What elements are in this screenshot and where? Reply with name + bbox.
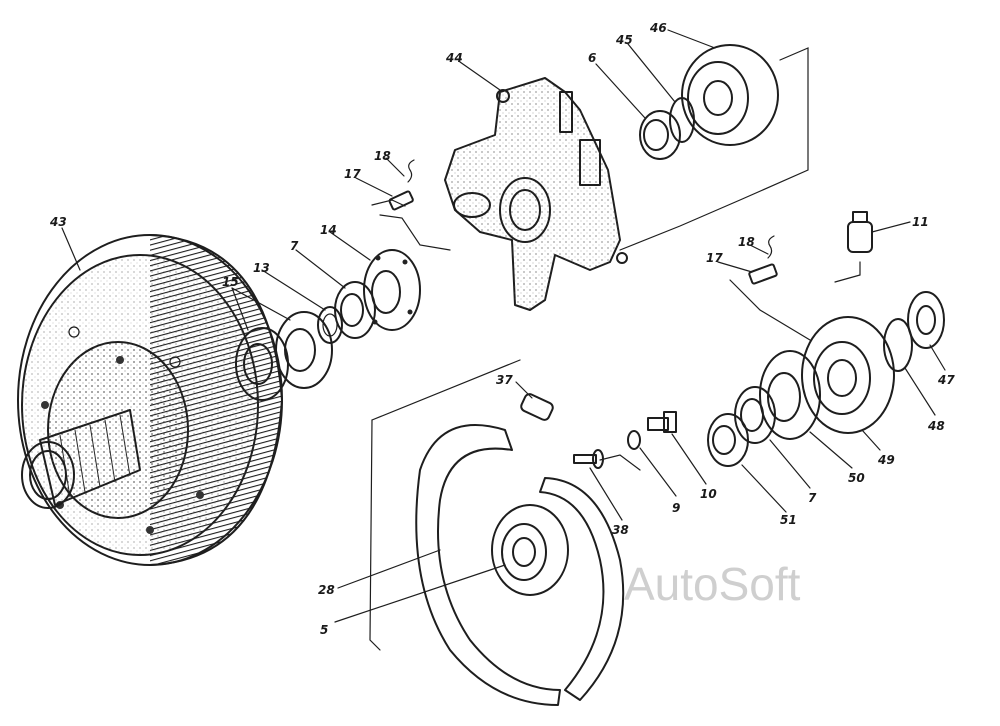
callout-7-left: 7	[290, 239, 299, 253]
callout-5: 5	[320, 623, 328, 637]
callout-18-upper: 18	[374, 149, 391, 163]
callout-11: 11	[912, 215, 929, 229]
watermark-text: AutoSoft	[624, 558, 801, 610]
bearing-7-right	[734, 386, 776, 444]
bolt-10	[647, 411, 677, 433]
callout-10: 10	[700, 487, 717, 501]
callout-labels: 43 15 13 7 14 17 18 44 6 45 46 11 18 17 …	[49, 21, 955, 637]
callout-46: 46	[649, 21, 667, 35]
pin-37	[520, 393, 554, 421]
assembly-guide-lines	[369, 47, 861, 651]
callout-18-lower: 18	[738, 235, 755, 249]
spring-18-lower	[767, 235, 775, 259]
grease-fitting-11	[847, 211, 873, 253]
callout-37: 37	[496, 373, 513, 387]
callout-9: 9	[672, 501, 680, 515]
spring-18-upper	[407, 159, 415, 183]
bearing-7-left	[334, 281, 376, 339]
bolt-17-lower	[748, 263, 778, 285]
callout-50: 50	[848, 471, 865, 485]
callout-44: 44	[445, 51, 463, 65]
nut-47	[907, 291, 945, 349]
leader-lines	[61, 29, 946, 623]
callout-43: 43	[49, 215, 67, 229]
brake-drum	[17, 234, 284, 566]
callout-45: 45	[615, 33, 633, 47]
race-6	[639, 110, 681, 160]
callout-38: 38	[612, 523, 629, 537]
roller-bearing-15	[235, 311, 333, 401]
callout-28: 28	[318, 583, 335, 597]
callout-51: 51	[780, 513, 797, 527]
callout-15: 15	[222, 275, 239, 289]
callout-7-right: 7	[808, 491, 817, 505]
callout-6: 6	[588, 51, 596, 65]
brake-shoe-28	[415, 424, 625, 706]
bearing-5	[491, 504, 569, 596]
callout-14: 14	[320, 223, 337, 237]
callout-49: 49	[877, 453, 895, 467]
callout-48: 48	[927, 419, 945, 433]
washer-9	[627, 430, 641, 450]
race-51	[707, 413, 749, 467]
screw-38	[573, 449, 604, 469]
flange-14	[363, 249, 421, 331]
callout-13: 13	[253, 261, 270, 275]
callout-17-lower: 17	[706, 251, 723, 265]
lock-washer-48	[883, 318, 913, 372]
callout-47: 47	[937, 373, 955, 387]
flange-50	[759, 350, 821, 440]
callout-17-upper: 17	[344, 167, 361, 181]
gear-hub-49	[801, 316, 895, 434]
bearing-46	[681, 44, 779, 146]
steering-knuckle	[444, 77, 628, 311]
